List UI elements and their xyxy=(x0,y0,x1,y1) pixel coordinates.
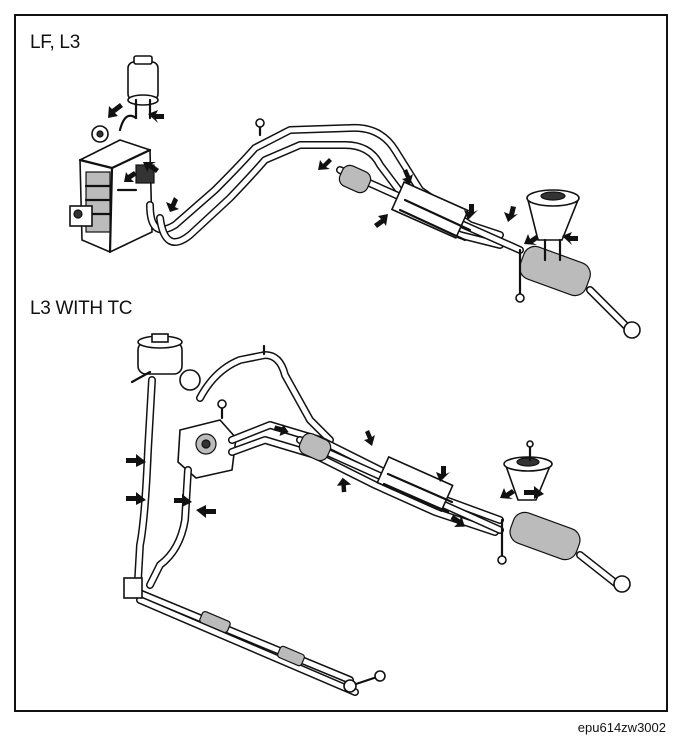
section-label-lf-l3: LF, L3 xyxy=(30,32,80,53)
arrow-icon xyxy=(374,214,388,228)
bottom-assembly xyxy=(123,333,631,696)
arrow-icon xyxy=(196,505,216,518)
top-hose-lines xyxy=(146,118,504,249)
arrow-icon xyxy=(148,110,164,123)
top-steering-rack xyxy=(336,164,641,339)
arrow-icon xyxy=(364,430,375,446)
arrow-icon xyxy=(336,477,352,493)
arrow-icon xyxy=(450,514,465,527)
top-input-shaft xyxy=(526,189,580,262)
bottom-steering-rack xyxy=(296,432,631,593)
figure-id: epu614zw3002 xyxy=(577,720,666,735)
arrow-icon xyxy=(174,494,192,507)
arrow-icon xyxy=(464,204,478,220)
bottom-fluid-reservoir xyxy=(130,333,201,391)
arrow-icon xyxy=(143,162,159,173)
arrow-icon xyxy=(124,171,137,182)
bottom-cooler-tube xyxy=(123,577,386,696)
arrow-icon xyxy=(562,232,578,245)
bottom-arrows xyxy=(126,424,544,527)
arrow-icon xyxy=(402,169,413,185)
arrow-icon xyxy=(273,424,289,437)
arrow-icon xyxy=(436,466,450,482)
section-label-l3-with-tc: L3 WITH TC xyxy=(30,298,133,319)
arrow-icon xyxy=(500,488,515,499)
top-steering-pump xyxy=(69,125,155,254)
arrow-icon xyxy=(524,486,544,499)
arrow-icon xyxy=(524,234,539,245)
bottom-cooler-lines xyxy=(134,344,334,589)
top-assembly xyxy=(69,55,641,339)
arrow-icon xyxy=(108,103,123,118)
top-fluid-reservoir xyxy=(118,55,159,132)
figure-frame xyxy=(14,14,668,712)
bottom-steering-pump xyxy=(177,399,237,479)
arrow-icon xyxy=(166,197,179,212)
arrow-icon xyxy=(126,492,146,505)
arrow-icon xyxy=(504,206,518,222)
arrow-icon xyxy=(126,454,146,467)
top-arrows xyxy=(108,103,578,245)
arrow-icon xyxy=(318,158,332,170)
